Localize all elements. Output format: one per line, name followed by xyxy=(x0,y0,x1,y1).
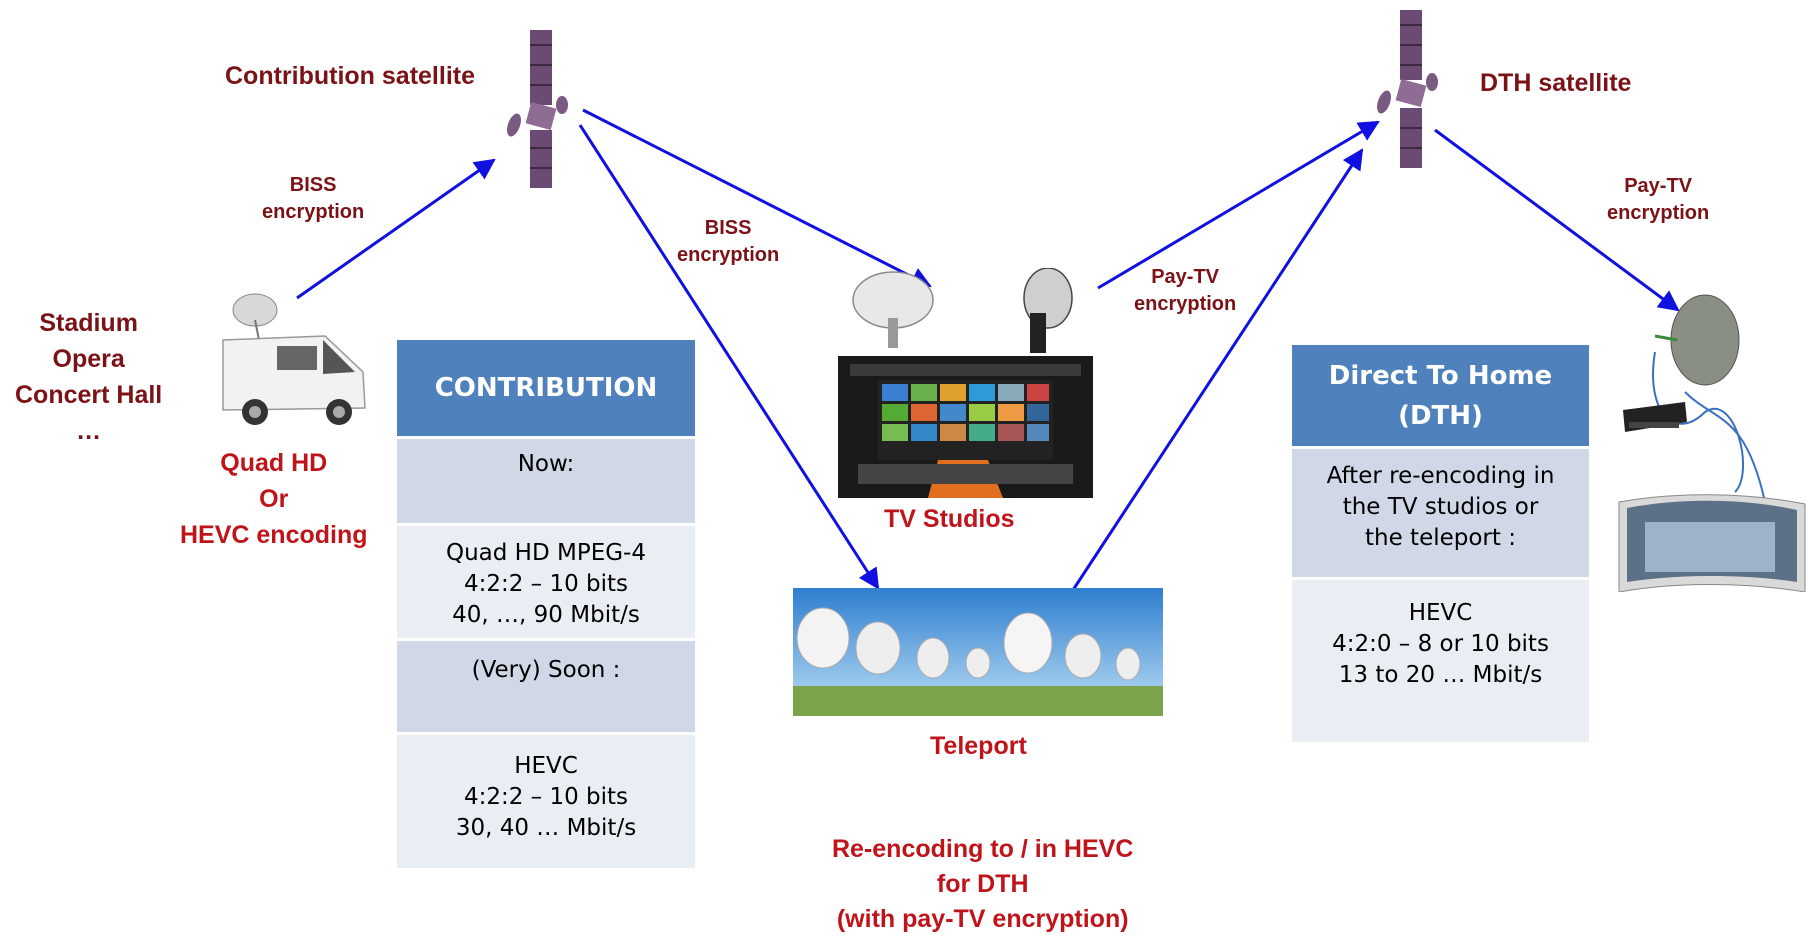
contribution-row-now: Now: xyxy=(397,439,695,523)
tv-studios-label: TV Studios xyxy=(884,505,1015,533)
contribution-table-header: CONTRIBUTION xyxy=(397,340,695,436)
paytv-encryption-right-label: Pay-TV encryption xyxy=(1607,175,1710,224)
home-reception-image xyxy=(1618,294,1806,592)
contribution-table: CONTRIBUTION Now: Quad HD MPEG-4 4:2:2 –… xyxy=(397,340,695,868)
teleport-label: Teleport xyxy=(930,732,1027,760)
arrow-contribution-satellite-to-teleport xyxy=(578,124,880,590)
contribution-row-hevc: HEVC 4:2:2 – 10 bits 30, 40 … Mbit/s xyxy=(397,735,695,868)
contribution-row-quad-hd: Quad HD MPEG-4 4:2:2 – 10 bits 40, …, 90… xyxy=(397,526,695,638)
ob-van-image xyxy=(222,293,366,425)
reencoding-label: Re-encoding to / in HEVC for DTH (with p… xyxy=(832,835,1134,933)
tv-studio-image xyxy=(838,268,1093,498)
dth-table: Direct To Home (DTH) After re-encoding i… xyxy=(1292,345,1589,742)
arrow-teleport-to-dth-satellite xyxy=(1071,148,1364,591)
arrow-studios-to-dth-satellite xyxy=(1097,120,1380,290)
dth-row-hevc: HEVC 4:2:0 – 8 or 10 bits 13 to 20 … Mbi… xyxy=(1292,580,1589,742)
teleport-image xyxy=(793,588,1163,716)
dth-satellite-label: DTH satellite xyxy=(1480,69,1632,97)
dth-row-after-reencoding: After re-encoding in the TV studios or t… xyxy=(1292,449,1589,577)
dth-satellite-icon xyxy=(1377,10,1438,168)
dth-table-header: Direct To Home (DTH) xyxy=(1292,345,1589,446)
arrow-dth-satellite-to-home xyxy=(1434,128,1680,312)
contribution-satellite-label: Contribution satellite xyxy=(225,62,475,90)
venues-label: Stadium Opera Concert Hall … xyxy=(15,309,163,445)
paytv-encryption-center-label: Pay-TV encryption xyxy=(1134,266,1237,315)
arrow-contribution-satellite-to-studios xyxy=(582,108,932,288)
arrow-van-to-contribution-satellite xyxy=(296,158,496,300)
contribution-satellite-icon xyxy=(507,30,568,188)
encoding-label: Quad HD Or HEVC encoding xyxy=(180,449,368,549)
biss-encryption-left-label: BISS encryption xyxy=(262,174,365,223)
contribution-row-soon: (Very) Soon : xyxy=(397,641,695,732)
biss-encryption-center-label: BISS encryption xyxy=(677,217,780,266)
